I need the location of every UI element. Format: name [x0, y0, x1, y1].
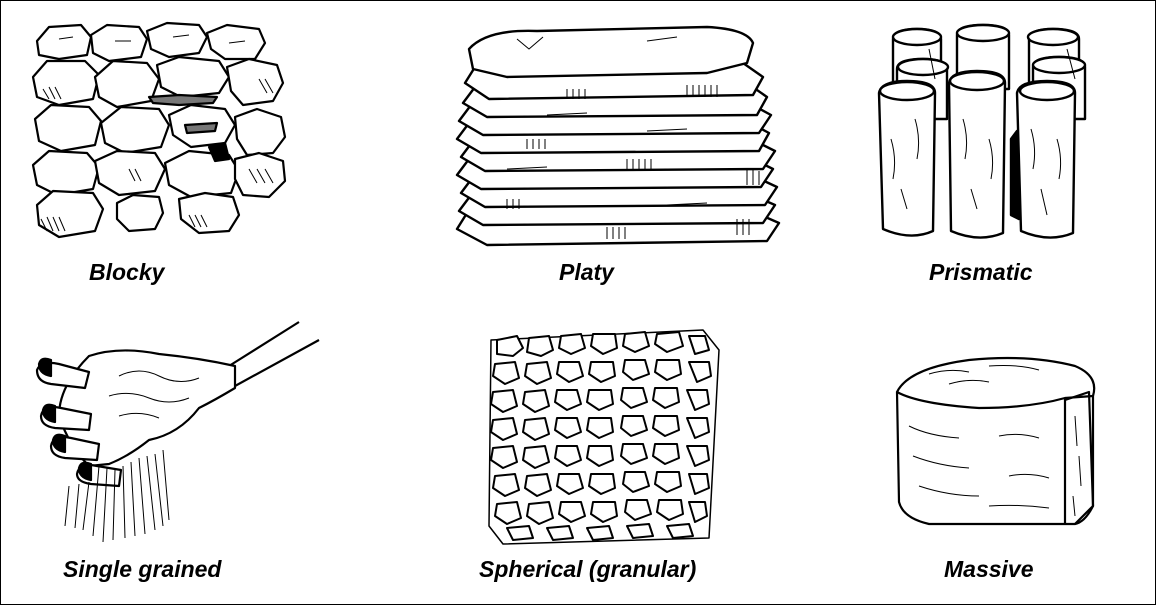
platy-structure-icon	[447, 19, 787, 249]
massive-structure-icon	[889, 346, 1109, 536]
prismatic-label: Prismatic	[929, 259, 1033, 286]
prismatic-structure-icon	[871, 19, 1121, 249]
massive-label: Massive	[944, 556, 1034, 583]
blocky-structure-icon	[29, 19, 289, 249]
single-grained-structure-icon	[29, 316, 329, 546]
spherical-granular-structure-icon	[483, 326, 723, 548]
blocky-label: Blocky	[89, 259, 164, 286]
spherical-granular-label: Spherical (granular)	[479, 556, 696, 583]
platy-label: Platy	[559, 259, 614, 286]
single-grained-label: Single grained	[63, 556, 221, 583]
